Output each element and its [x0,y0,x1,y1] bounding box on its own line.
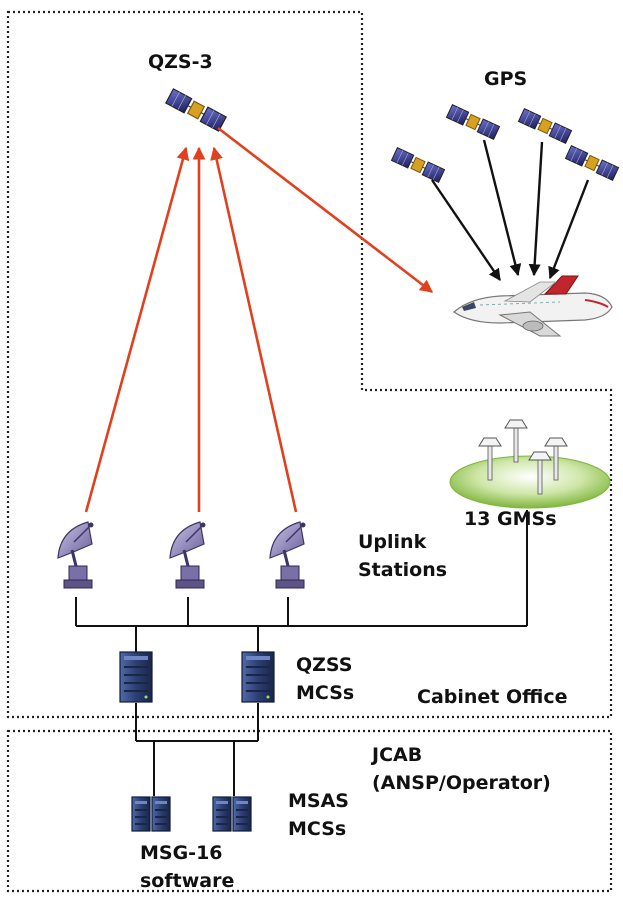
gms-label: 13 GMSs [464,508,557,530]
server-icon [241,651,275,703]
gps-signal-arrows [431,139,590,281]
satellite-dish-icon [168,520,207,590]
msg16-label-line1: MSG-16 [140,842,223,864]
gps-label: GPS [484,68,528,90]
gps-satellite-icon [390,147,446,183]
server-icon [232,796,252,832]
server-icon [119,651,153,703]
satellite-dish-icon [268,520,307,590]
server-icon [212,796,232,832]
airplane-icon [453,275,613,337]
uplink-stations-label-line1: Uplink [358,531,427,553]
gps-satellite-icon [517,108,573,144]
jcab-label-line2: (ANSP/Operator) [372,772,551,794]
satellite-dish-icon [56,520,95,590]
cabinet-office-label: Cabinet Office [417,686,568,708]
server-icon [151,796,171,832]
uplink-signal-arrows [84,126,434,513]
qzss-mcs-label-line1: QZSS [296,654,353,676]
jcab-label-line1: JCAB [372,744,423,766]
network-connections [75,510,528,796]
gps-satellite-icon [564,145,620,181]
antenna-station-icon [449,419,611,509]
jcab-boundary [6,729,613,893]
qzs3-label: QZS-3 [148,51,213,73]
cabinet-office-boundary [6,10,613,719]
qzs3-satellite-icon [165,88,227,132]
msas-mcs-label-line1: MSAS [288,790,349,812]
msg16-label-line2: software [140,870,235,892]
qzss-mcs-label-line2: MCSs [296,682,355,704]
server-icon [131,796,151,832]
msas-mcs-label-line2: MCSs [288,818,347,840]
gps-satellite-icon [445,104,501,140]
uplink-stations-label-line2: Stations [358,559,448,581]
